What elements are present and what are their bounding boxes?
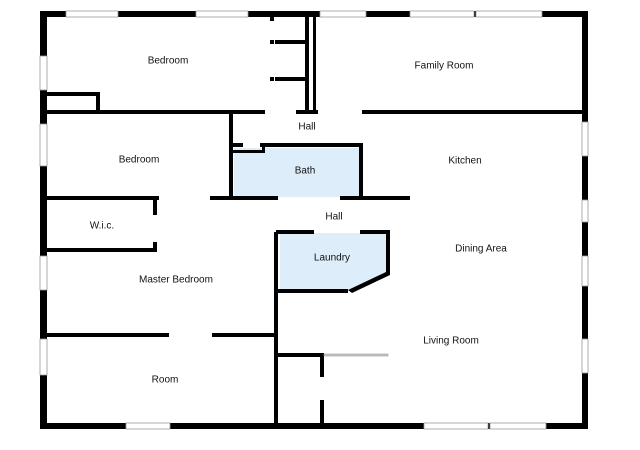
room-labels: Bedroom Family Room Hall Bedroom Bath Ki… bbox=[90, 56, 508, 386]
window-left-1 bbox=[39, 55, 48, 91]
wall-v-315 bbox=[313, 17, 316, 114]
wall-h-198-right bbox=[340, 196, 410, 200]
exterior-wall-left bbox=[40, 11, 47, 429]
bath-wall-top bbox=[260, 143, 363, 147]
label-hall-upper: Hall bbox=[298, 122, 315, 133]
label-dining-area: Dining Area bbox=[455, 244, 507, 255]
bath-closet-wall-v bbox=[262, 143, 265, 153]
window-top-2 bbox=[195, 10, 249, 18]
exterior-wall-bottom bbox=[40, 423, 588, 429]
label-laundry: Laundry bbox=[314, 253, 350, 264]
bath-wall-right bbox=[359, 143, 363, 200]
wall-v-278 bbox=[274, 232, 278, 429]
wall-h-336-right bbox=[212, 333, 276, 337]
laundry-wall-top bbox=[276, 230, 314, 234]
window-right-2 bbox=[581, 199, 589, 223]
label-bedroom-1: Bedroom bbox=[148, 56, 189, 67]
wall-h-198-left bbox=[47, 196, 159, 200]
living-opening-line bbox=[323, 353, 389, 357]
windows bbox=[39, 10, 589, 430]
window-left-3 bbox=[39, 255, 48, 291]
living-closet-right-b bbox=[320, 400, 324, 423]
wall-h-112-left bbox=[47, 110, 265, 114]
window-bottom-1 bbox=[125, 422, 171, 430]
wall-h-336-left bbox=[47, 333, 169, 337]
wic-wall-bottom bbox=[47, 248, 157, 252]
label-bedroom-2: Bedroom bbox=[119, 155, 160, 166]
closet-jamb-a bbox=[270, 40, 274, 44]
laundry-fill bbox=[280, 233, 386, 290]
label-kitchen: Kitchen bbox=[448, 156, 481, 167]
window-top-4 bbox=[409, 10, 475, 18]
living-closet-right bbox=[320, 357, 324, 377]
wic-wall-right bbox=[153, 200, 157, 215]
laundry-wall-bottom bbox=[276, 289, 348, 293]
label-bath: Bath bbox=[295, 166, 316, 177]
closet-jamb-b bbox=[270, 77, 274, 81]
bath-wall-top-left bbox=[233, 143, 243, 147]
wall-v-278-top bbox=[274, 196, 278, 200]
label-room: Room bbox=[152, 375, 179, 386]
window-top-3 bbox=[319, 10, 367, 18]
window-right-1 bbox=[581, 121, 589, 157]
window-top-1 bbox=[65, 10, 119, 18]
bedroom1-closet-right bbox=[96, 92, 100, 114]
label-wic: W.i.c. bbox=[90, 221, 114, 232]
closet-wall-top bbox=[275, 40, 305, 44]
label-family-room: Family Room bbox=[415, 61, 474, 72]
living-closet-top bbox=[278, 353, 324, 357]
closet-wall-bottom bbox=[275, 77, 305, 81]
wic-wall-right-b bbox=[153, 242, 157, 252]
window-top-5 bbox=[475, 10, 543, 18]
label-hall-lower: Hall bbox=[325, 212, 342, 223]
window-bottom-3 bbox=[489, 422, 547, 430]
bath-fill bbox=[234, 148, 360, 197]
exterior-wall-top bbox=[40, 11, 588, 17]
window-right-4 bbox=[581, 338, 589, 374]
laundry-wall-top-right bbox=[360, 230, 390, 234]
wall-h-112-right bbox=[362, 110, 582, 114]
window-bottom-2 bbox=[423, 422, 489, 430]
closet-wall-left-a bbox=[270, 17, 274, 21]
wall-v-308-upper bbox=[305, 17, 309, 114]
window-left-4 bbox=[39, 338, 48, 376]
bath-closet-wall bbox=[233, 150, 265, 153]
laundry-wall-diagonal bbox=[348, 272, 390, 293]
wall-v-232 bbox=[229, 114, 233, 200]
wall-h-198-mid bbox=[210, 196, 278, 200]
bedroom1-closet-top bbox=[47, 92, 100, 96]
label-living-room: Living Room bbox=[423, 336, 479, 347]
window-right-3 bbox=[581, 255, 589, 287]
walls bbox=[40, 11, 588, 429]
laundry-wall-right bbox=[386, 230, 390, 275]
label-master-bedroom: Master Bedroom bbox=[139, 275, 213, 286]
window-left-2 bbox=[39, 123, 48, 167]
